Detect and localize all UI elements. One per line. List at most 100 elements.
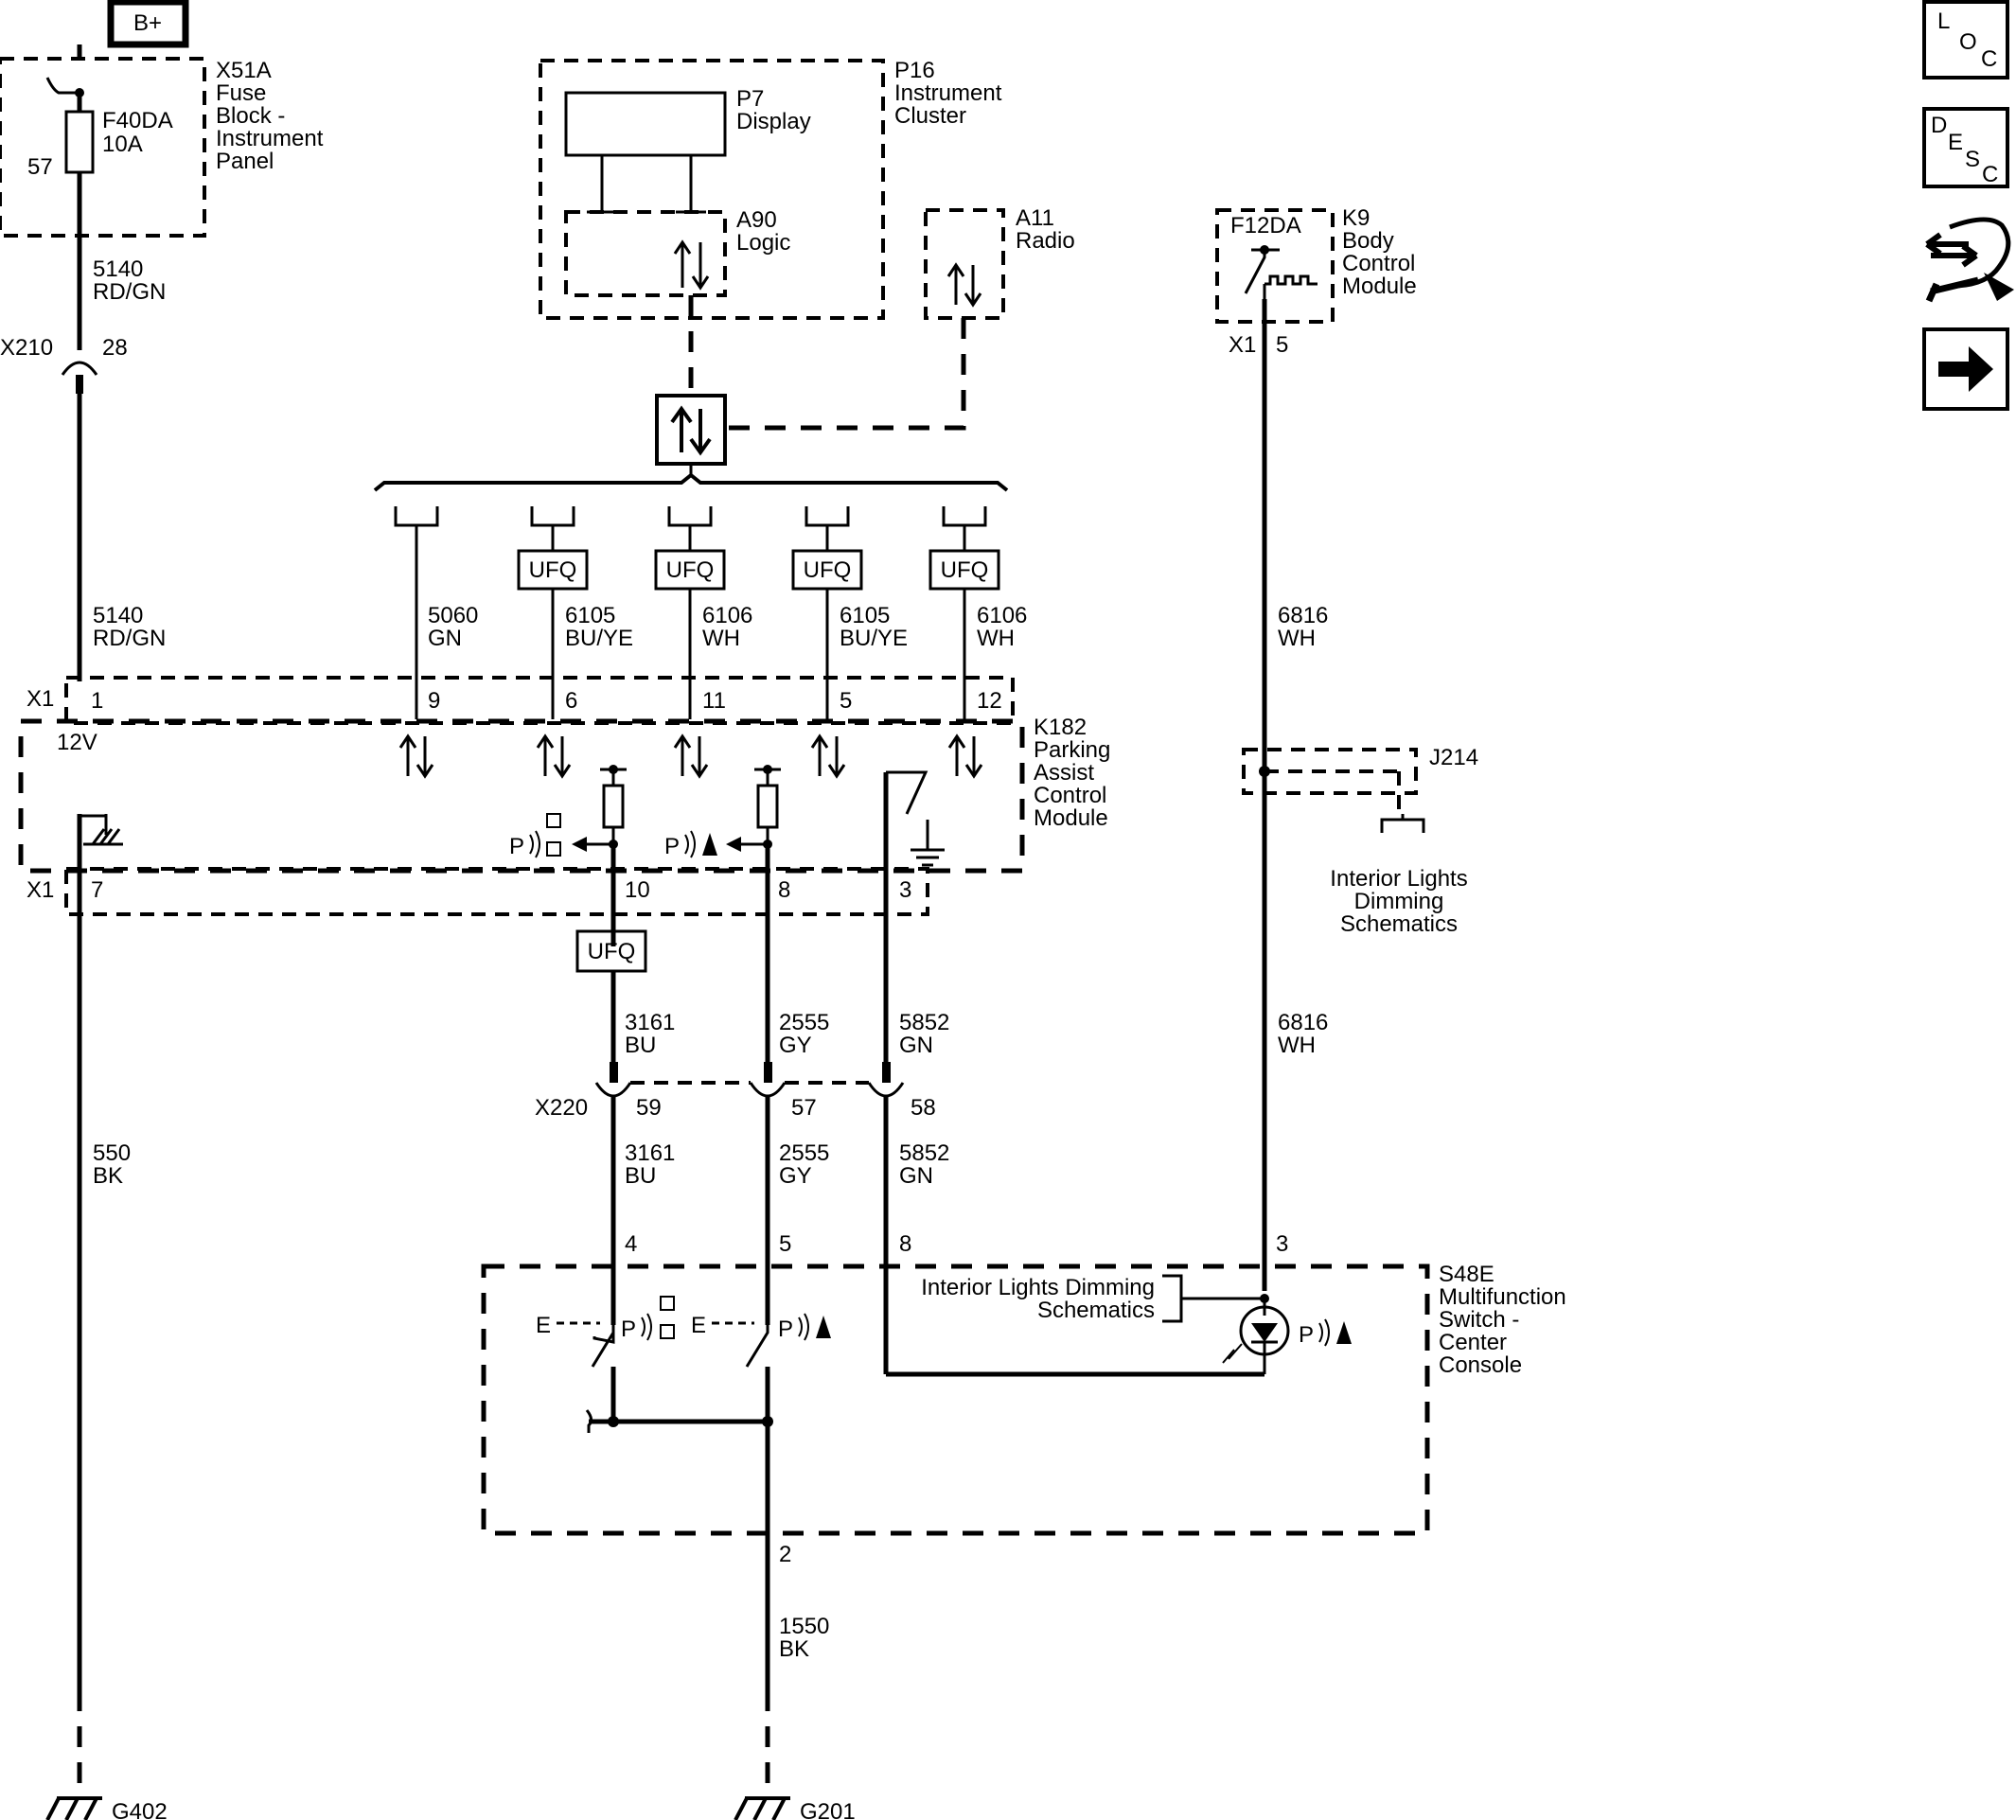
k182-pin-9: 9 [428, 688, 440, 714]
next-page-button[interactable] [1922, 327, 2009, 411]
j214-splice-pack [1242, 748, 1418, 795]
x51a-title-1: X51A [216, 58, 272, 83]
wire-5852-color-low: GN [899, 1163, 933, 1189]
wire-2555-color-low: GY [779, 1163, 812, 1189]
wire-1550-circuit: 1550 [779, 1614, 829, 1639]
k182-pin-12: 12 [977, 688, 1002, 714]
wire-2555-circuit-mid: 2555 [779, 1010, 829, 1035]
wire-3161-circuit-low: 3161 [625, 1140, 675, 1166]
wire-3161-circuit-mid: 3161 [625, 1010, 675, 1035]
wire-5140-circuit-top: 5140 [93, 256, 143, 282]
x51a-title-3: Block - [216, 103, 285, 129]
k182-switch-input-1: P [509, 765, 627, 859]
arrow-right-icon [1938, 346, 1993, 392]
enable-symbol-1: E [536, 1313, 551, 1338]
park-assist-symbol-1: P [509, 834, 524, 859]
wire-6106b-color: WH [977, 626, 1015, 651]
s48e-title-1: S48E [1439, 1262, 1494, 1287]
p7-title-1: P7 [736, 86, 764, 112]
wire-6106a-color: WH [702, 626, 740, 651]
k182-pin-5: 5 [840, 688, 852, 714]
j214-name: J214 [1429, 745, 1478, 770]
k182-x1-top-label: X1 [27, 686, 54, 712]
wire-5852-circuit-low: 5852 [899, 1140, 949, 1166]
wire-6816-color-top: WH [1278, 626, 1316, 651]
s48e-dimming-ref-2: Schematics [1037, 1298, 1155, 1323]
s48e-pin-8: 8 [899, 1231, 911, 1257]
desc-letter-3: S [1965, 147, 1980, 172]
a11-radio [924, 208, 1005, 320]
ufq-boxes: UFQ UFQ UFQ UFQ [517, 549, 1000, 591]
wire-6105a-circuit: 6105 [565, 603, 615, 628]
fuse-f40da [64, 110, 95, 174]
k182-title-4: Control [1034, 783, 1106, 808]
k182-pin-7: 7 [91, 877, 103, 903]
x51a-pin: 57 [27, 154, 53, 180]
wire-5852-circuit-mid: 5852 [899, 1010, 949, 1035]
a90-title-2: Logic [736, 230, 790, 256]
j214-ref-1: Interior Lights [1330, 866, 1467, 892]
wire-6105b-circuit: 6105 [840, 603, 890, 628]
k182-title-5: Module [1034, 805, 1108, 831]
k182-data-arrows [398, 733, 983, 779]
desc-button[interactable]: D E S C [1922, 107, 2009, 188]
x51a-fuse-block [0, 57, 206, 238]
x51a-title-2: Fuse [216, 80, 266, 106]
wire-3161-color-low: BU [625, 1163, 656, 1189]
p16-title-1: P16 [894, 58, 935, 83]
x210-pin: 28 [102, 335, 128, 361]
k9-title-2: Body [1342, 228, 1394, 254]
wire-6106b-circuit: 6106 [977, 603, 1027, 628]
parking-assist-switch-1: E P [536, 1296, 675, 1422]
ground-g201-label: G201 [800, 1799, 856, 1820]
wire-5140-color-bot: RD/GN [93, 626, 166, 651]
p7-display [564, 91, 727, 157]
s48e-title-4: Center [1439, 1330, 1507, 1355]
wire-2555-circuit-low: 2555 [779, 1140, 829, 1166]
wrench-icon [1984, 273, 2014, 301]
k182-pin-1: 1 [91, 688, 103, 714]
k9-title-3: Control [1342, 251, 1415, 276]
k9-title-4: Module [1342, 274, 1417, 299]
k182-title-1: K182 [1034, 715, 1087, 740]
wire-550-color: BK [93, 1163, 123, 1189]
p16-instrument-cluster [539, 59, 885, 320]
k182-pin-10: 10 [625, 877, 650, 903]
connector-view-button[interactable] [1925, 217, 2014, 303]
switch-1-park-symbol: P [621, 1316, 636, 1342]
wire-6105a-color: BU/YE [565, 626, 633, 651]
x220-connector [594, 1062, 905, 1098]
battery-label: B+ [133, 10, 162, 36]
k182-connector-x1-top [64, 676, 1015, 725]
park-assist-symbol-2: P [664, 834, 680, 859]
s48e-title-5: Console [1439, 1352, 1522, 1378]
wire-5060-color: GN [428, 626, 462, 651]
wire-5852-color-mid: GN [899, 1033, 933, 1058]
k182-pin-3: 3 [899, 877, 911, 903]
k182-pin-11: 11 [702, 688, 726, 714]
a11-title-1: A11 [1016, 205, 1054, 231]
x51a-title-4: Instrument [216, 126, 324, 151]
loc-letter-3: C [1981, 46, 1997, 72]
wire-6816-color-bot: WH [1278, 1033, 1316, 1058]
k182-connector-x1-bottom [64, 867, 929, 916]
k182-pin-6: 6 [565, 688, 577, 714]
p16-title-2: Instrument [894, 80, 1002, 106]
a90-logic [564, 210, 727, 297]
k182-led-driver [886, 770, 945, 867]
s48e-pin-4: 4 [625, 1231, 637, 1257]
k9-fuse: F12DA [1230, 213, 1301, 239]
loc-button[interactable]: L O C [1922, 0, 2009, 80]
j214-ref-3: Schematics [1340, 911, 1458, 937]
x220-pin-58: 58 [911, 1095, 936, 1121]
ufq-1: UFQ [529, 557, 577, 583]
a90-title-1: A90 [736, 207, 777, 233]
wire-5060-circuit: 5060 [428, 603, 478, 628]
battery-positive-source: B+ [107, 0, 189, 48]
bus-drops [394, 506, 987, 715]
ufq-4: UFQ [941, 557, 989, 583]
wire-5140-circuit-bot: 5140 [93, 603, 143, 628]
s48e-pin-5: 5 [779, 1231, 791, 1257]
k182-switch-input-2: P [664, 765, 781, 859]
